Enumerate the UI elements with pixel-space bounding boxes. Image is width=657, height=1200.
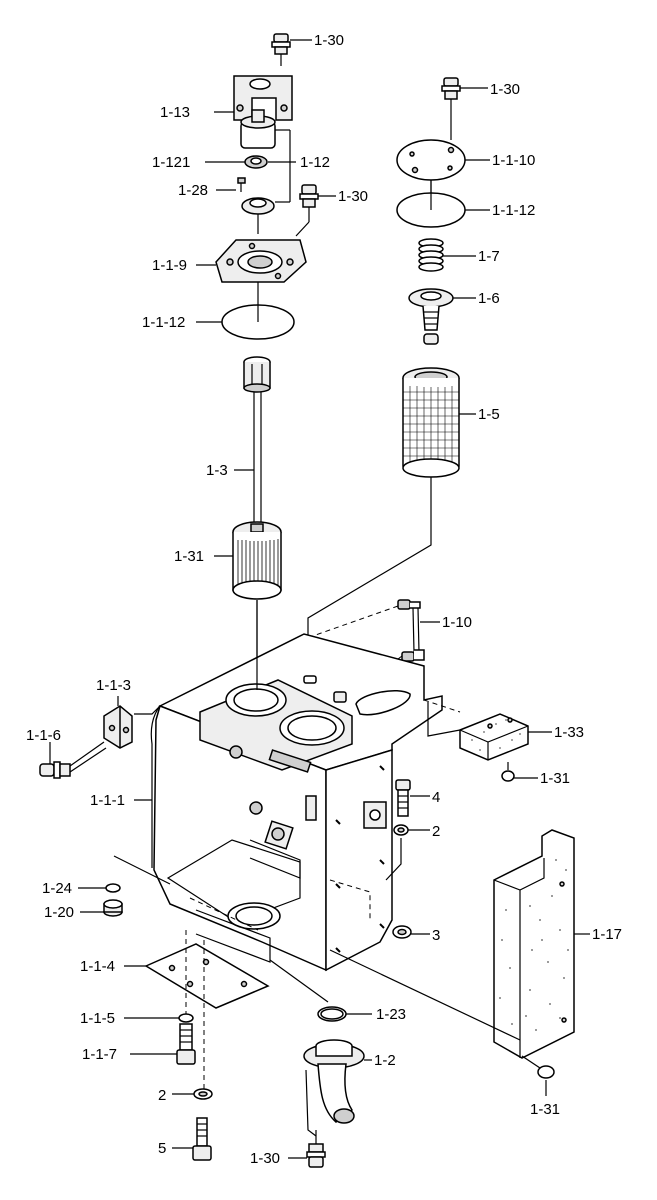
bolt-1-31-lower <box>537 1065 555 1096</box>
label-1-30-right: 1-30 <box>490 81 520 98</box>
bolt-5 <box>192 1117 212 1161</box>
cover-plate-1-1-10 <box>396 139 466 181</box>
label-1-1-3: 1-1-3 <box>96 677 131 694</box>
bolt-1-31-right <box>501 762 515 782</box>
cover-1-33 <box>459 713 529 761</box>
label-1-17: 1-17 <box>592 926 622 943</box>
label-1-33: 1-33 <box>554 724 584 741</box>
ring-1-24 <box>105 883 121 893</box>
label-1-1-1: 1-1-1 <box>90 792 125 809</box>
label-2-lower: 2 <box>158 1087 166 1104</box>
label-1-30-mid: 1-30 <box>338 188 368 205</box>
collar <box>241 197 275 215</box>
label-1-31-strainer: 1-31 <box>174 548 204 565</box>
label-1-10: 1-10 <box>442 614 472 631</box>
flange-1-1-9 <box>215 239 307 283</box>
washer-2-lower <box>193 1088 213 1100</box>
bolt-1-30-top <box>271 33 291 66</box>
label-2-upper: 2 <box>432 823 440 840</box>
label-1-1-12-right: 1-1-12 <box>492 202 535 219</box>
cap-body <box>240 109 276 149</box>
hex-fitting <box>243 356 271 393</box>
label-4: 4 <box>432 789 440 806</box>
label-1-1-10: 1-1-10 <box>492 152 535 169</box>
bolt-1-30-bottom <box>306 1130 326 1168</box>
washer-1-1-5 <box>178 1013 194 1023</box>
label-1-30-top: 1-30 <box>314 32 344 49</box>
rubber-plate-1-17 <box>493 829 575 1059</box>
gasket-1-1-12-left <box>221 282 295 340</box>
label-1-31-right: 1-31 <box>540 770 570 787</box>
bolt-1-1-6 <box>39 741 107 779</box>
label-3: 3 <box>432 927 440 944</box>
bolt-1-30-mid <box>295 184 319 237</box>
label-1-24: 1-24 <box>42 880 72 897</box>
label-1-6: 1-6 <box>478 290 500 307</box>
bolt-4 <box>395 779 411 817</box>
label-1-23: 1-23 <box>376 1006 406 1023</box>
bolt-1-1-7 <box>176 1023 196 1065</box>
label-1-7: 1-7 <box>478 248 500 265</box>
bracket-1-1-3 <box>103 705 133 749</box>
label-1-31-lower: 1-31 <box>530 1101 560 1118</box>
label-1-1-6: 1-1-6 <box>26 727 61 744</box>
label-1-3: 1-3 <box>206 462 228 479</box>
valve-1-6 <box>408 288 454 345</box>
spring-1-7 <box>418 238 444 272</box>
bracket-1-13 <box>233 75 293 121</box>
washer-2-upper <box>393 824 409 836</box>
label-1-1-9: 1-1-9 <box>152 257 187 274</box>
label-1-1-7: 1-1-7 <box>82 1046 117 1063</box>
label-1-1-5: 1-1-5 <box>80 1010 115 1027</box>
label-1-1-4: 1-1-4 <box>80 958 115 975</box>
gasket-1-1-12-right <box>396 180 466 228</box>
label-1-121: 1-121 <box>152 154 190 171</box>
label-1-28: 1-28 <box>178 182 208 199</box>
nut-1-12 <box>244 155 268 169</box>
label-1-13: 1-13 <box>160 104 190 121</box>
washer-3 <box>392 925 412 939</box>
filter-element-1-5 <box>402 367 460 478</box>
strainer-1-31 <box>232 521 282 600</box>
label-1-2: 1-2 <box>374 1052 396 1069</box>
hydraulic-tank-1-1-1 <box>150 633 443 972</box>
level-gauge-1-10 <box>397 599 425 662</box>
screw-1-28 <box>237 177 246 192</box>
label-1-12: 1-12 <box>300 154 330 171</box>
label-1-20: 1-20 <box>44 904 74 921</box>
suction-pipe-1-3 <box>253 392 262 528</box>
label-1-30-bottom: 1-30 <box>250 1150 280 1167</box>
o-ring-1-23 <box>317 1006 347 1022</box>
label-1-1-12-left: 1-1-12 <box>142 314 185 331</box>
elbow-pipe-1-2 <box>303 1039 365 1124</box>
label-5: 5 <box>158 1140 166 1157</box>
plate-1-1-4 <box>144 943 270 1009</box>
nut-1-20 <box>103 899 123 917</box>
label-1-5: 1-5 <box>478 406 500 423</box>
bolt-1-30-right <box>441 77 461 140</box>
